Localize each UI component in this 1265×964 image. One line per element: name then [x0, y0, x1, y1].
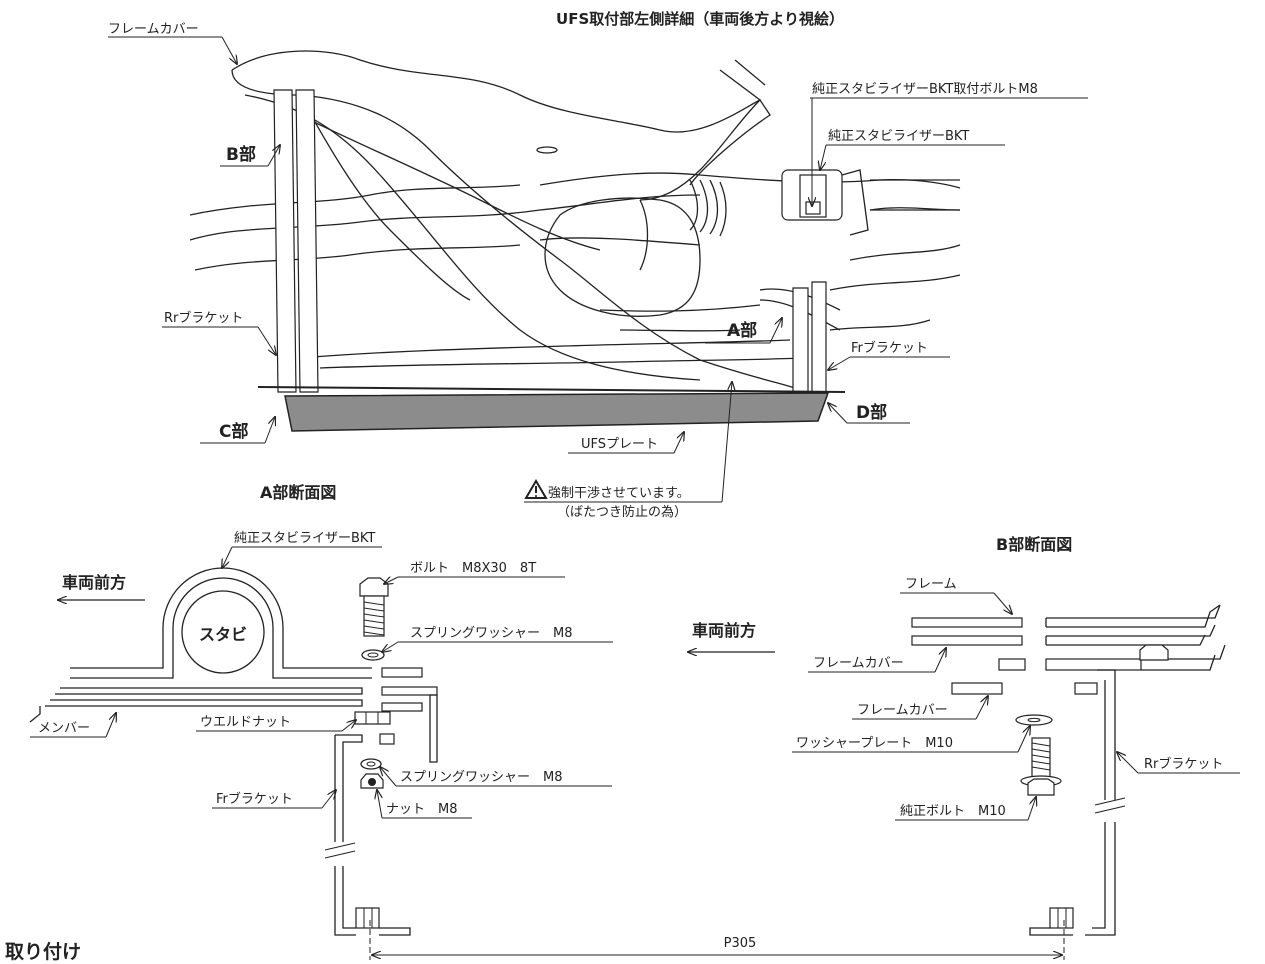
- label-nut: ナット M8: [386, 802, 458, 817]
- stabi-label: スタビ: [199, 625, 247, 644]
- label-bolt: ボルト M8X30 8T: [410, 561, 536, 576]
- label-a-part: A部: [727, 320, 757, 341]
- label-fr-bracket-top: Frブラケット: [851, 340, 928, 356]
- label-washer-plate: ワッシャープレート M10: [796, 736, 953, 751]
- label-stabilizer-bkt-top: 純正スタビライザーBKT: [828, 129, 969, 144]
- section-b: B部断面図 車両前方 フレーム: [688, 535, 1240, 936]
- fr-bracket-section: [334, 734, 363, 936]
- ufs-plate-drawing: [284, 392, 830, 432]
- bolt-m8-drawing: [359, 577, 389, 637]
- main-title: UFS取付部左側詳細（車両後方より視絵）: [556, 10, 844, 28]
- vehicle-front-b: 車両前方: [692, 621, 756, 640]
- section-a: A部断面図 純正スタビライザーBKT 車両前方 スタビ: [29, 483, 613, 936]
- weld-nut-drawing: [354, 711, 391, 725]
- label-frame-cover-b1: フレームカバー: [813, 656, 904, 671]
- label-spring-washer-bottom: スプリングワッシャー M8: [400, 770, 563, 785]
- label-frame-cover: フレームカバー: [108, 22, 199, 37]
- label-frame-cover-b2: フレームカバー: [857, 703, 948, 718]
- label-weld-nut: ウエルドナット: [200, 715, 291, 730]
- label-ufs-plate: UFSプレート: [581, 437, 658, 452]
- top-view-assembly: [189, 50, 961, 432]
- dimension-value: P305: [724, 936, 757, 951]
- label-d-part: D部: [856, 402, 887, 423]
- label-fr-bracket-a: Frブラケット: [216, 791, 293, 807]
- label-member: メンバー: [38, 721, 90, 736]
- genuine-bolt-m10-drawing: [1020, 737, 1062, 796]
- warning-subtext: （ばたつき防止の為）: [557, 504, 687, 520]
- fr-bracket-drawing: [792, 287, 809, 393]
- warning-text: 強制干渉させています。: [548, 486, 690, 501]
- frame-cover-outline: [231, 50, 771, 186]
- dimension-p305: P305: [369, 920, 1065, 960]
- caution-triangle-icon: [524, 479, 548, 499]
- spring-washer-bottom: [360, 758, 382, 770]
- vehicle-front-a: 車両前方: [62, 573, 126, 592]
- label-stabilizer-bolt: 純正スタビライザーBKT取付ボルトM8: [812, 82, 1038, 97]
- label-frame: フレーム: [905, 577, 957, 592]
- rr-bracket-drawing: [273, 89, 297, 393]
- section-a-title: A部断面図: [260, 483, 336, 502]
- label-c-part: C部: [219, 421, 248, 442]
- washer-plate-drawing: [1015, 714, 1053, 726]
- stabi-bar: [181, 590, 265, 674]
- section-b-title: B部断面図: [996, 535, 1072, 554]
- label-stabilizer-bkt-a: 純正スタビライザーBKT: [234, 531, 375, 546]
- label-rr-bracket-b: Rrブラケット: [1144, 756, 1223, 772]
- label-genuine-bolt: 純正ボルト M10: [900, 804, 1006, 819]
- label-rr-bracket-top: Rrブラケット: [164, 310, 243, 326]
- label-b-part: B部: [226, 144, 256, 165]
- rr-bracket-section: [1085, 669, 1116, 936]
- spring-washer-top: [361, 649, 385, 661]
- footer-heading: 取り付け: [5, 940, 81, 963]
- top-view-labels: フレームカバー B部 純正スタビライザーBKT取付ボルトM8 純正スタビライザー…: [108, 22, 1088, 520]
- label-spring-washer-top: スプリングワッシャー M8: [410, 626, 573, 641]
